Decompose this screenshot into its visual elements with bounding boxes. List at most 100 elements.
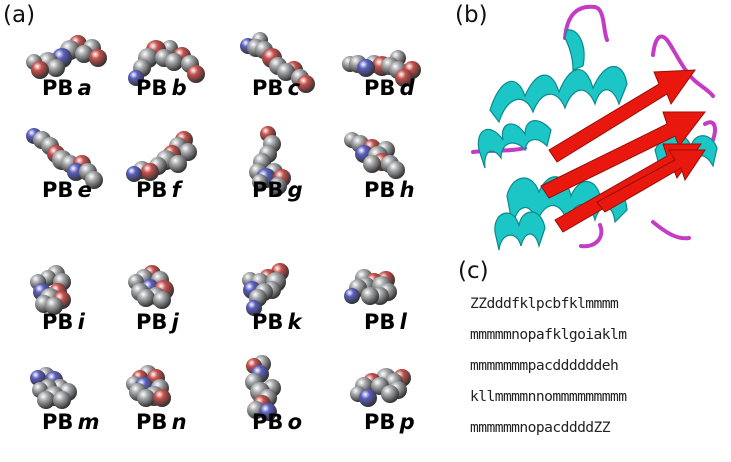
pb-letter: b: [171, 76, 187, 100]
carbon-atom: [363, 155, 381, 173]
nitrogen-atom: [246, 300, 262, 316]
pb-label-j: PB j: [136, 310, 179, 334]
pb-prefix: PB: [136, 76, 168, 100]
protein-block-g: PB g: [232, 120, 342, 230]
block-model-m: [30, 367, 77, 409]
pb-prefix: PB: [252, 310, 284, 334]
protein-block-o: PB o: [232, 352, 342, 462]
carbon-atom: [37, 391, 55, 409]
sequence-line-1: ZZdddfklpcbfklmmmm: [470, 295, 619, 312]
carbon-atom: [53, 391, 71, 409]
sequence-line-5: mmmmmmnopacddddZZ: [470, 419, 611, 436]
pb-label-o: PB o: [252, 410, 302, 434]
helix-top-tail: [564, 29, 585, 71]
pb-prefix: PB: [364, 76, 396, 100]
pb-sequence: ZZdddfklpcbfklmmmm mmmmmnopafklgoiaklm m…: [470, 288, 725, 443]
carbon-atom: [165, 53, 183, 71]
pb-letter: g: [287, 178, 303, 202]
pb-letter: k: [287, 310, 302, 334]
oxygen-atom: [187, 65, 205, 83]
pb-label-k: PB k: [252, 310, 302, 334]
oxygen-atom: [153, 389, 171, 407]
protein-block-c: PB c: [232, 18, 342, 128]
carbon-atom: [75, 45, 93, 63]
carbon-atom: [277, 63, 295, 81]
pb-label-d: PB d: [364, 76, 415, 100]
pb-prefix: PB: [252, 410, 284, 434]
loop-right: [703, 120, 717, 142]
block-model-f: [126, 131, 197, 182]
block-model-i: [30, 265, 71, 315]
pb-letter: i: [77, 310, 85, 334]
carbon-atom: [179, 143, 197, 161]
nitrogen-atom: [128, 70, 144, 86]
pb-letter: n: [171, 410, 187, 434]
protein-block-m: PB m: [22, 352, 132, 462]
loop-bottom-right: [651, 220, 691, 241]
pb-label-h: PB h: [364, 178, 415, 202]
pb-letter: j: [171, 310, 179, 334]
pb-label-n: PB n: [136, 410, 187, 434]
pb-letter: l: [399, 310, 407, 334]
pb-prefix: PB: [252, 76, 284, 100]
carbon-atom: [137, 389, 155, 407]
pb-letter: e: [77, 178, 92, 202]
nitrogen-atom: [344, 288, 360, 304]
pb-letter: a: [77, 76, 92, 100]
pb-letter: o: [287, 410, 303, 434]
protein-block-j: PB j: [120, 252, 230, 362]
pb-prefix: PB: [136, 410, 168, 434]
pb-letter: p: [399, 410, 415, 434]
nitrogen-atom: [357, 59, 375, 77]
carbon-atom: [153, 291, 171, 309]
pb-letter: c: [287, 76, 301, 100]
pb-prefix: PB: [42, 410, 74, 434]
pb-label-i: PB i: [42, 310, 85, 334]
pb-prefix: PB: [42, 76, 74, 100]
pb-label-a: PB a: [42, 76, 92, 100]
carbon-atom: [381, 385, 399, 403]
sequence-line-4: kllmmmmnnommmmmmmmm: [470, 388, 627, 405]
pb-label-l: PB l: [364, 310, 407, 334]
loop-bottom: [579, 223, 604, 249]
panel-label-a: (a): [3, 2, 36, 28]
block-model-p: [350, 368, 411, 407]
protein-block-n: PB n: [120, 352, 230, 462]
strand-4: [596, 149, 706, 213]
loop-top-right: [651, 34, 715, 98]
block-model-o: [245, 355, 281, 421]
panel-label-b: (b): [455, 2, 488, 28]
pb-prefix: PB: [252, 178, 284, 202]
sequence-line-2: mmmmmnopafklgoiaklm: [470, 326, 627, 343]
block-model-d: [342, 50, 421, 87]
oxygen-atom: [31, 61, 49, 79]
pb-label-m: PB m: [42, 410, 100, 434]
pb-label-c: PB c: [252, 76, 300, 100]
strand-segments: [540, 69, 707, 233]
protein-block-k: PB k: [232, 252, 342, 362]
pb-label-p: PB p: [364, 410, 415, 434]
pb-prefix: PB: [364, 410, 396, 434]
helix-left: [477, 120, 552, 169]
pb-prefix: PB: [42, 178, 74, 202]
protein-block-f: PB f: [120, 120, 230, 230]
protein-block-i: PB i: [22, 252, 132, 362]
carbon-atom: [85, 171, 103, 189]
pb-prefix: PB: [136, 178, 168, 202]
pb-letter: h: [399, 178, 415, 202]
carbon-atom: [252, 174, 268, 190]
protein-block-a: PB a: [22, 18, 132, 128]
oxygen-atom: [89, 49, 107, 67]
carbon-atom: [45, 297, 63, 315]
loop-segments: [471, 4, 717, 249]
pb-letter: d: [399, 76, 415, 100]
carbon-atom: [169, 155, 187, 173]
block-model-h: [344, 132, 405, 179]
pb-prefix: PB: [364, 310, 396, 334]
block-model-l: [344, 269, 397, 305]
block-model-n: [126, 365, 171, 407]
block-model-a: [26, 35, 107, 79]
pb-letter: f: [171, 178, 181, 202]
oxygen-atom: [141, 163, 159, 181]
loop-top: [563, 4, 609, 42]
